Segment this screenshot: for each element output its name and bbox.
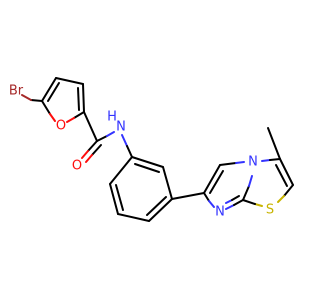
bond-furan-c4-c3 [55, 77, 84, 85]
bond-c6-c5-inner [209, 170, 224, 194]
bond-c5-n4-blue [235, 161, 245, 164]
bond-c7a-n4-blue [248, 175, 253, 187]
bond-ph-6-1-inner [134, 163, 160, 173]
bond-n4-c3-blue [261, 159, 271, 162]
bond-c7a-n4 [242, 185, 250, 201]
bond-carbonyl-n-blue [106, 131, 115, 137]
bond-ph-3-4 [117, 213, 150, 222]
bond-c3-methyl [267, 127, 281, 160]
bond-carbonyl-o-b [91, 144, 102, 156]
bond-c2-carbonyl [83, 111, 98, 142]
atom-amide-nitrogen: N [116, 120, 126, 135]
bond-n-phenyl [126, 145, 133, 158]
structure-canvas: Br O O H N N N S [9, 77, 294, 222]
bond-br-c5 [30, 99, 43, 102]
bond-n1-c7a-blue-inner [225, 199, 233, 204]
bond-ph-imidazole [171, 192, 205, 200]
bond-carbonyl-o-a [87, 140, 98, 152]
bond-c2-s [283, 184, 294, 197]
atom-labels: Br O O H N N N S [9, 84, 274, 220]
bond-ph-6-1 [131, 156, 164, 168]
bond-carbonyl-o-b-red [85, 154, 93, 163]
bond-c6-n1-blue [208, 200, 215, 208]
bond-ph-2-3-inner [115, 184, 124, 211]
bond-furan-c5-c4 [41, 77, 57, 102]
atom-sulfur: S [266, 203, 274, 218]
bond-s-c7a-yellow [254, 203, 263, 207]
bond-furan-o-c2-red [66, 117, 75, 123]
bond-ph-1-2 [109, 156, 133, 185]
atom-amide-hydrogen: H [107, 110, 117, 125]
atom-bromine: Br [9, 84, 24, 99]
bond-furan-c5-c4-inner [47, 82, 60, 102]
bond-ph-4-5-inner [146, 196, 167, 216]
bond-c5-n4 [219, 162, 237, 166]
bond-c3-c2 [279, 158, 294, 186]
molecule-structure: Br O O H N N N S [9, 77, 294, 222]
bond-furan-c3-c2-inner [77, 87, 80, 111]
atom-carbonyl-oxygen: O [72, 159, 82, 174]
bond-n4-c3 [269, 158, 281, 161]
bond-n1-c7a-inner [231, 195, 240, 201]
bond-ph-5-6 [162, 166, 173, 200]
bonds [21, 77, 294, 222]
bond-carbonyl-n [96, 135, 108, 142]
bond-c6-n1 [203, 192, 210, 202]
bond-n-phenyl-blue [121, 134, 128, 147]
bond-furan-c3-c2 [82, 83, 85, 113]
bond-furan-c5-o-red [49, 113, 56, 122]
bond-c3-c2-inner [275, 164, 288, 187]
bond-carbonyl-o-a-red [81, 150, 89, 159]
bond-furan-c5-o [41, 100, 51, 115]
bond-ph-4-5 [148, 198, 173, 222]
bond-s-c7a [242, 199, 256, 205]
bond-ph-2-3 [109, 183, 119, 215]
bond-n1-c7a [233, 199, 244, 206]
atom-imidazole-nitrogen: N [215, 205, 225, 220]
bond-furan-o-c2 [73, 111, 85, 119]
bond-n1-c7a-blue [225, 204, 235, 210]
atom-bridgehead-nitrogen: N [248, 155, 258, 170]
bond-c6-c5 [203, 164, 221, 194]
bond-br-c5-br [21, 94, 32, 101]
atom-furan-oxygen: O [56, 119, 66, 134]
bond-c2-s-yellow [277, 195, 285, 203]
